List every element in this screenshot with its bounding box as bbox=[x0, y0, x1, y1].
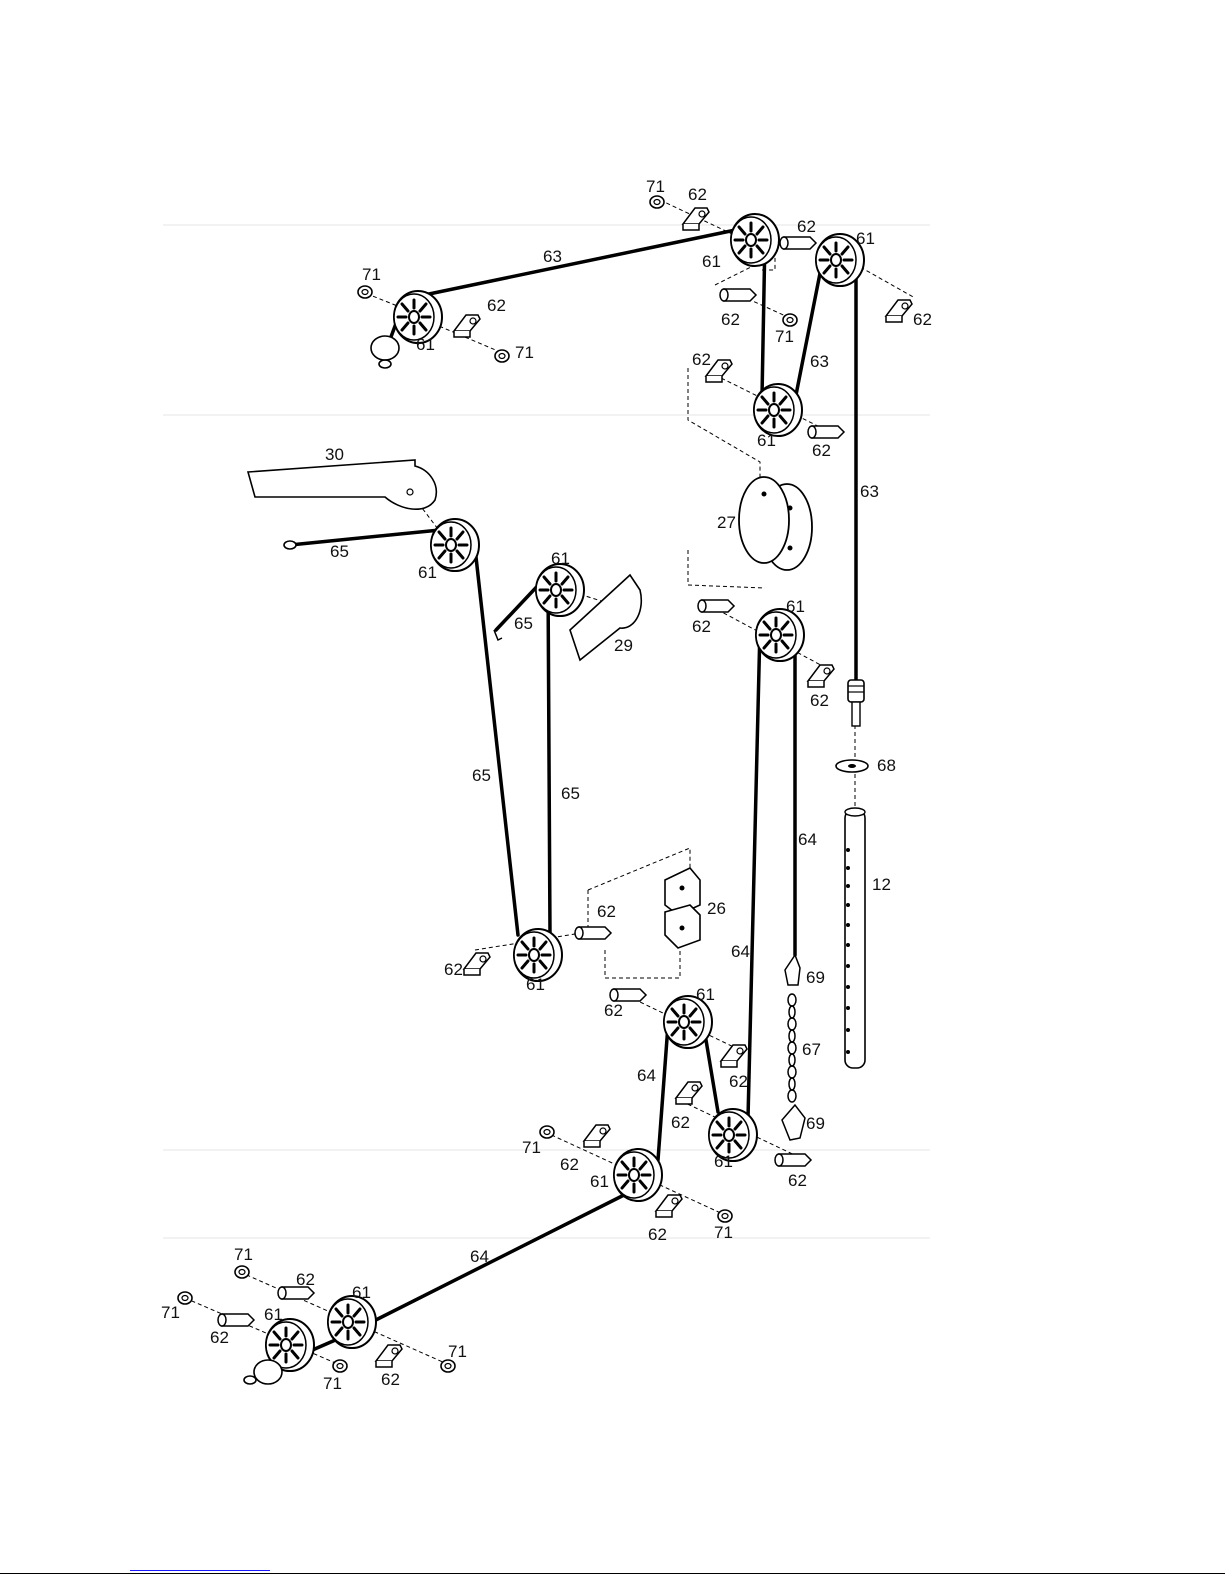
label-71: 71 bbox=[161, 1303, 180, 1322]
cable-connector bbox=[848, 680, 864, 726]
label-62: 62 bbox=[692, 350, 711, 369]
label-61: 61 bbox=[786, 597, 805, 616]
label-65: 65 bbox=[330, 542, 349, 561]
label-61: 61 bbox=[264, 1305, 283, 1324]
label-26: 26 bbox=[707, 899, 726, 918]
label-61: 61 bbox=[416, 335, 435, 354]
label-62: 62 bbox=[671, 1113, 690, 1132]
label-67: 67 bbox=[802, 1040, 821, 1059]
label-30: 30 bbox=[325, 445, 344, 464]
label-62: 62 bbox=[913, 310, 932, 329]
label-63: 63 bbox=[860, 482, 879, 501]
label-63: 63 bbox=[810, 352, 829, 371]
label-64: 64 bbox=[731, 942, 750, 961]
label-71: 71 bbox=[234, 1245, 253, 1264]
label-61: 61 bbox=[856, 229, 875, 248]
label-61: 61 bbox=[352, 1283, 371, 1302]
label-71: 71 bbox=[362, 265, 381, 284]
label-62: 62 bbox=[729, 1072, 748, 1091]
label-61: 61 bbox=[526, 975, 545, 994]
label-29: 29 bbox=[614, 636, 633, 655]
label-69: 69 bbox=[806, 968, 825, 987]
label-71: 71 bbox=[323, 1374, 342, 1393]
guide-lines bbox=[163, 225, 930, 1238]
label-63: 63 bbox=[543, 247, 562, 266]
label-62: 62 bbox=[648, 1225, 667, 1244]
label-62: 62 bbox=[560, 1155, 579, 1174]
label-62: 62 bbox=[444, 960, 463, 979]
label-62: 62 bbox=[487, 296, 506, 315]
label-61: 61 bbox=[696, 985, 715, 1004]
label-69: 69 bbox=[806, 1114, 825, 1133]
label-27: 27 bbox=[717, 513, 736, 532]
label-71: 71 bbox=[522, 1138, 541, 1157]
label-61: 61 bbox=[702, 252, 721, 271]
label-64: 64 bbox=[637, 1066, 656, 1085]
label-65: 65 bbox=[561, 784, 580, 803]
bracket-26 bbox=[665, 868, 700, 948]
label-61: 61 bbox=[714, 1152, 733, 1171]
plate-30 bbox=[248, 460, 436, 509]
label-62: 62 bbox=[797, 217, 816, 236]
label-64: 64 bbox=[798, 830, 817, 849]
label-65: 65 bbox=[514, 614, 533, 633]
label-12: 12 bbox=[872, 875, 891, 894]
label-61: 61 bbox=[757, 431, 776, 450]
washer-68 bbox=[836, 760, 868, 772]
label-61: 61 bbox=[590, 1172, 609, 1191]
label-62: 62 bbox=[810, 691, 829, 710]
wheel-27 bbox=[739, 477, 812, 570]
label-62: 62 bbox=[597, 902, 616, 921]
label-62: 62 bbox=[812, 441, 831, 460]
label-71: 71 bbox=[515, 343, 534, 362]
label-62: 62 bbox=[688, 185, 707, 204]
label-62: 62 bbox=[296, 1270, 315, 1289]
label-62: 62 bbox=[721, 310, 740, 329]
footer-rule bbox=[0, 1573, 1225, 1574]
label-62: 62 bbox=[692, 617, 711, 636]
label-62: 62 bbox=[210, 1328, 229, 1347]
label-65: 65 bbox=[472, 766, 491, 785]
label-71: 71 bbox=[775, 327, 794, 346]
label-71: 71 bbox=[714, 1223, 733, 1242]
label-68: 68 bbox=[877, 756, 896, 775]
label-62: 62 bbox=[381, 1370, 400, 1389]
part-labels: 71 62 62 61 61 63 62 62 71 71 62 61 71 6… bbox=[161, 177, 932, 1393]
label-61: 61 bbox=[551, 549, 570, 568]
label-61: 61 bbox=[418, 563, 437, 582]
label-71: 71 bbox=[448, 1342, 467, 1361]
label-71: 71 bbox=[646, 177, 665, 196]
label-64: 64 bbox=[470, 1247, 489, 1266]
label-62: 62 bbox=[604, 1001, 623, 1020]
footer-link-underline bbox=[130, 1570, 270, 1571]
label-62: 62 bbox=[788, 1171, 807, 1190]
